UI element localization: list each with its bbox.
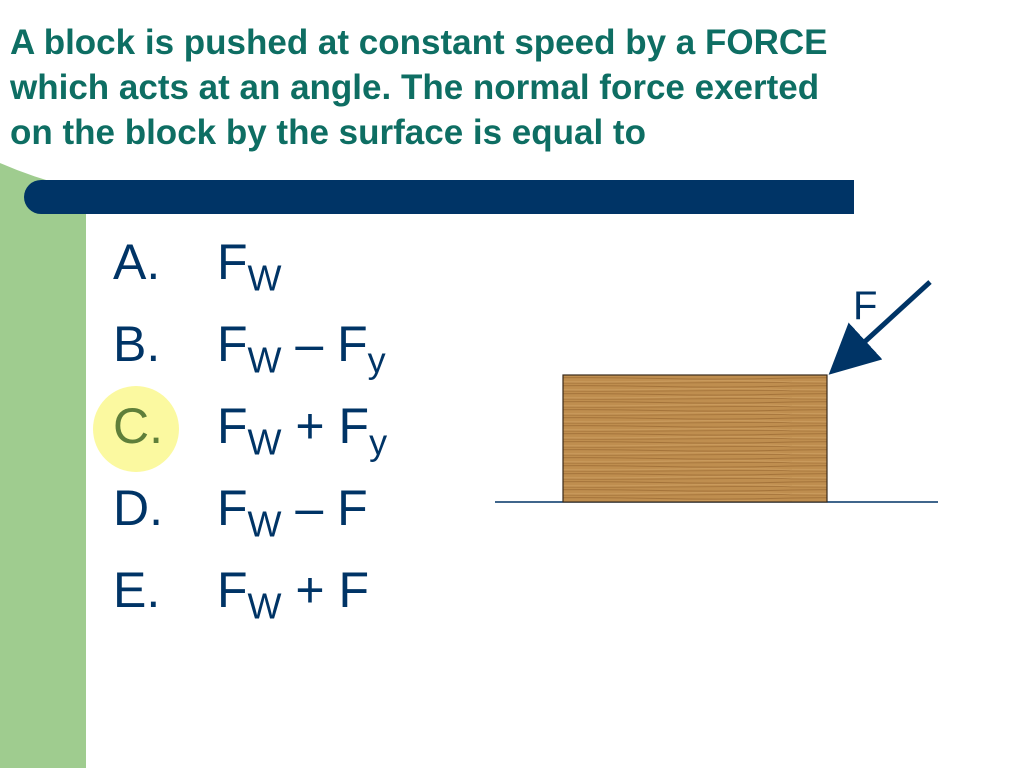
option-letter: B. [113, 316, 161, 372]
option-a[interactable]: A. FW [113, 232, 387, 314]
option-d[interactable]: D. FW – F [113, 478, 387, 560]
option-letter: C. [93, 386, 217, 472]
option-b[interactable]: B. FW – Fy [113, 314, 387, 396]
option-letter: E. [113, 562, 161, 618]
option-c[interactable]: C. FW + Fy [93, 386, 388, 478]
force-label: F [853, 284, 878, 328]
option-letter: A. [113, 234, 161, 290]
option-e[interactable]: E. FW + F [113, 560, 387, 642]
option-expression: FW – F [217, 480, 368, 545]
slide-title: A block is pushed at constant speed by a… [10, 23, 828, 152]
wooden-block [562, 374, 828, 503]
option-expression: FW [217, 234, 282, 299]
option-expression: FW + Fy [217, 398, 388, 463]
answer-highlight [93, 386, 179, 472]
option-expression: FW – Fy [217, 316, 386, 381]
title-divider-bar [24, 180, 854, 214]
option-letter: D. [113, 480, 163, 536]
force-arrow [828, 280, 932, 375]
answer-options: A. FW B. FW – Fy C. FW + Fy D. FW – F E.… [93, 232, 388, 642]
option-expression: FW + F [217, 562, 370, 627]
